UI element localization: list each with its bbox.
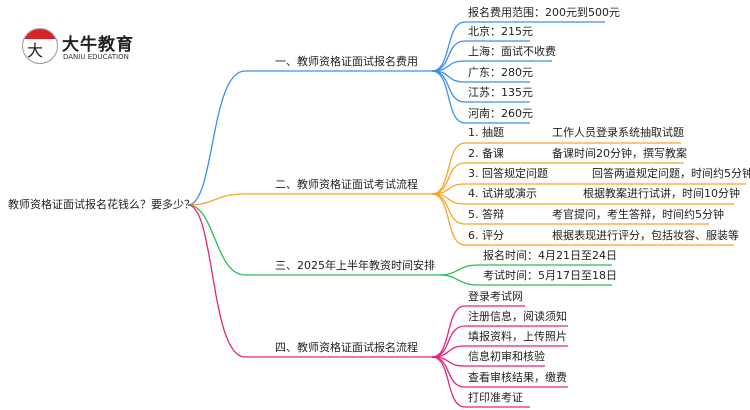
logo: 大牛 大牛教育 DANIU EDUCATION [22,28,142,70]
fee-item[interactable]: 报名费用范围：200元到500元 [468,6,620,19]
branch-1-lines [187,21,605,206]
step-desc[interactable]: 根据表现进行评分，包括妆容、服装等 [552,229,739,242]
branch-1[interactable]: 一、教师资格证面试报名费用 [275,55,418,68]
branch-3[interactable]: 三、2025年上半年教资时间安排 [275,259,435,272]
step-desc[interactable]: 考官提问，考生答辩，时间约5分钟 [552,208,724,221]
step-desc[interactable]: 根据教案进行试讲，时间10分钟 [583,187,740,200]
step-desc[interactable]: 回答两道规定问题，时间约5分钟 [592,167,750,180]
process-item[interactable]: 信息初审和核验 [468,350,545,363]
schedule-item[interactable]: 报名时间：4月21日至24日 [483,249,617,262]
step-name[interactable]: 6. 评分 [468,229,504,242]
fee-item[interactable]: 河南：260元 [468,107,533,120]
step-name[interactable]: 3. 回答规定问题 [468,167,548,180]
branch-2-lines [187,142,746,246]
logo-subtitle: DANIU EDUCATION [63,53,129,61]
step-name[interactable]: 4. 试讲或演示 [468,187,537,200]
branch-3-lines [187,204,612,286]
root-node[interactable]: 教师资格证面试报名花钱么？要多少？ [8,198,195,211]
step-name[interactable]: 1. 抽题 [468,126,504,139]
fee-item[interactable]: 广东：280元 [468,66,533,79]
schedule-item[interactable]: 考试时间：5月17日至18日 [483,269,617,282]
process-item[interactable]: 注册信息，阅读须知 [468,310,567,323]
fee-item[interactable]: 北京：215元 [468,25,533,38]
fee-item[interactable]: 江苏：135元 [468,86,533,99]
branch-2[interactable]: 二、教师资格证面试考试流程 [275,178,418,191]
process-item[interactable]: 查看审核结果，缴费 [468,371,567,384]
step-name[interactable]: 2. 备课 [468,147,504,160]
fee-item[interactable]: 上海：面试不收费 [468,45,556,58]
process-item[interactable]: 打印准考证 [468,391,523,404]
logo-name: 大牛教育 [62,35,134,55]
logo-mark: 大牛 [22,28,58,64]
branch-4[interactable]: 四、教师资格证面试报名流程 [275,341,418,354]
process-item[interactable]: 登录考试网 [468,290,523,303]
step-name[interactable]: 5. 答辩 [468,208,504,221]
process-item[interactable]: 填报资料，上传照片 [468,330,567,343]
branch-4-lines [187,204,568,408]
step-desc[interactable]: 工作人员登录系统抽取试题 [552,126,684,139]
step-desc[interactable]: 备课时间20分钟，撰写教案 [552,147,687,160]
